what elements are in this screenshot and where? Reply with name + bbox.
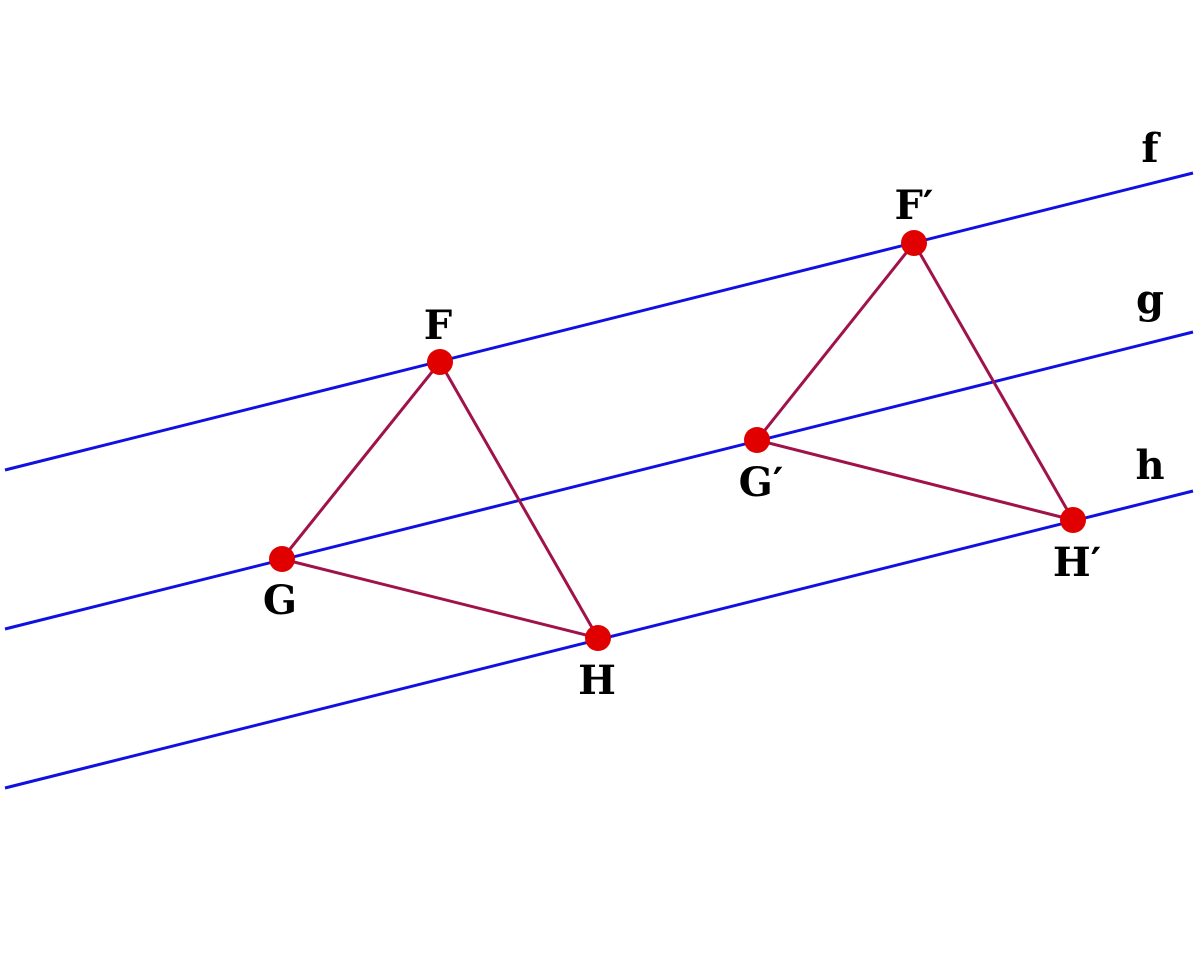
edge-fg-prime	[755, 242, 916, 441]
point-labels: F G H F′ G′ H′	[263, 182, 1101, 704]
line-label-f: f	[1141, 125, 1161, 172]
label-g: G	[263, 577, 297, 624]
label-h: H	[578, 657, 616, 704]
point-f-prime	[901, 230, 927, 256]
edge-fh	[438, 361, 600, 639]
edge-gh-prime	[756, 438, 1074, 522]
line-label-h: h	[1135, 442, 1164, 489]
point-h	[585, 625, 611, 651]
point-g-prime	[744, 427, 770, 453]
line-g	[4, 330, 1194, 631]
label-h-prime: H′	[1053, 539, 1101, 586]
point-h-prime	[1060, 507, 1086, 533]
edge-gh	[281, 557, 599, 640]
point-f	[427, 349, 453, 375]
label-f: F	[424, 302, 452, 349]
edge-fg	[280, 361, 442, 560]
label-g-prime: G′	[739, 459, 784, 506]
points	[269, 230, 1086, 651]
line-f	[4, 171, 1194, 472]
edge-fh-prime	[912, 242, 1075, 521]
point-g	[269, 546, 295, 572]
triangle-fgh	[280, 361, 600, 640]
triangle-fgh-prime	[755, 242, 1075, 522]
label-f-prime: F′	[895, 182, 934, 229]
line-labels: f g h	[1135, 125, 1164, 489]
line-label-g: g	[1136, 276, 1164, 323]
